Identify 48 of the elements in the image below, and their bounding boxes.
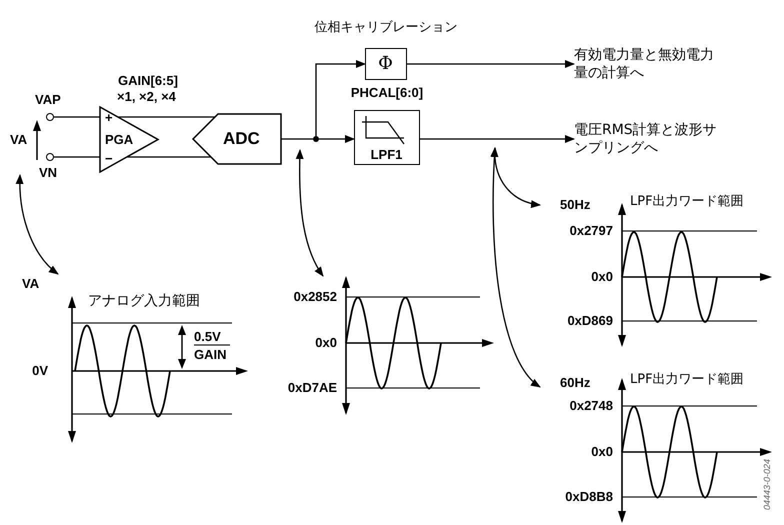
register-label: PHCAL[6:0] (350, 85, 424, 100)
output-note: 電圧RMS計算と波形サンプリングへ (574, 121, 724, 157)
signal-line (127, 156, 211, 158)
range-value: GAIN (194, 347, 226, 362)
axis-value: 0V (31, 363, 48, 378)
arrow (407, 60, 575, 68)
range-value: 0.5V (194, 329, 221, 344)
amplifier-label: PGA (105, 132, 134, 147)
range-title: LPF出力ワード範囲 (630, 193, 744, 210)
register-label: GAIN[6:5] (118, 73, 178, 88)
curved-arrow (296, 149, 324, 277)
axis-value: 0xD7AE (286, 380, 337, 395)
axis-value: 0xD869 (566, 313, 613, 328)
axis-value: 0x0 (314, 335, 337, 350)
axis-value: 0x2748 (568, 398, 613, 413)
block-caption: 位相キャリブレーション (314, 19, 458, 36)
input-sign: + (105, 110, 113, 125)
axis-value: 0x2797 (568, 223, 613, 238)
gain-options: ×1, ×2, ×4 (117, 89, 176, 104)
output-note: 有効電力量と無効電力量の計算へ (574, 46, 724, 82)
axis-value: 0x0 (590, 269, 613, 284)
axis-value: 0xD8B8 (564, 489, 613, 504)
signal-line (281, 138, 313, 140)
axis-title: 50Hz (560, 197, 590, 212)
arrow (420, 135, 575, 143)
signal-line (54, 156, 100, 158)
axis-value: 0x0 (590, 444, 613, 459)
filter-box (354, 110, 420, 165)
phi-symbol: Φ (377, 53, 394, 75)
arrow (319, 135, 355, 143)
curved-arrow (490, 147, 541, 388)
block-label: LPF1 (370, 147, 404, 162)
terminal-label: VN (39, 165, 58, 180)
range-title: LPF出力ワード範囲 (630, 371, 744, 388)
axis-value: 0x2852 (292, 289, 337, 304)
input-sign: − (105, 151, 113, 166)
signal-line (54, 116, 100, 118)
signal-line (118, 116, 215, 118)
junction-dot (313, 136, 319, 142)
voltage-label: VA (10, 132, 28, 147)
arrow (315, 60, 366, 136)
terminal-label: VAP (35, 92, 61, 107)
axis-title: 60Hz (560, 375, 590, 390)
range-title: アナログ入力範囲 (88, 293, 200, 310)
block-label: ADC (223, 129, 260, 149)
curved-arrow (16, 174, 59, 275)
figure-id: 04443-0-024 (761, 458, 774, 510)
axis-title: VA (22, 276, 40, 291)
